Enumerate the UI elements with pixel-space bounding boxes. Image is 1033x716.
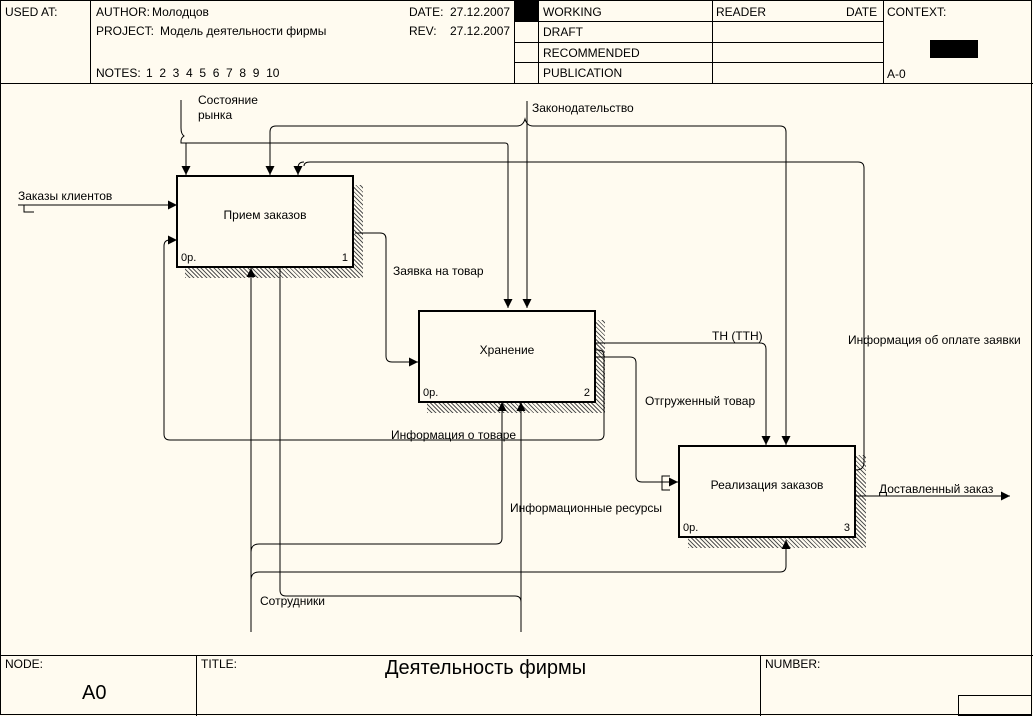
context-node: A-0 <box>887 67 906 81</box>
status-draft: DRAFT <box>543 25 583 39</box>
node-label: NODE: <box>5 657 44 671</box>
number-label: NUMBER: <box>765 657 821 671</box>
reader-label: READER <box>716 5 767 19</box>
activity-box-2-cost: 0р. <box>423 387 439 399</box>
author-label: AUTHOR: <box>96 5 150 19</box>
label-info-resources[interactable]: Информационные ресурсы <box>510 501 663 515</box>
activity-box-3-cost: 0р. <box>683 522 699 534</box>
activity-box-1-title: Прием заказов <box>223 208 307 222</box>
label-market-state-1[interactable]: Состояние <box>198 93 258 107</box>
label-goods-info[interactable]: Информация о товаре <box>391 428 517 442</box>
label-market-state-2[interactable]: рынка <box>198 108 233 122</box>
arrow-goods-request <box>355 232 418 367</box>
date-value: 27.12.2007 <box>450 5 511 19</box>
activity-box-3-number: 3 <box>843 522 850 534</box>
label-delivered-order[interactable]: Доставленный заказ <box>879 482 994 496</box>
activity-box-3[interactable]: Реализация заказов 0р. 3 <box>678 445 856 538</box>
rev-value: 27.12.2007 <box>450 24 511 38</box>
activity-box-1-number: 1 <box>341 252 348 264</box>
arrow-market-state <box>180 100 513 308</box>
arrow-payment-info <box>303 161 865 471</box>
used-at-label: USED AT: <box>5 5 58 19</box>
arrow-shipped-goods <box>595 356 678 487</box>
context-label: CONTEXT: <box>887 5 947 19</box>
date-label: DATE: <box>409 5 444 19</box>
status-recommended: RECOMMENDED <box>543 46 640 60</box>
label-shipped-goods[interactable]: Отгруженный товар <box>645 394 756 408</box>
diagram-title: Деятельность фирмы <box>385 657 587 679</box>
label-client-orders[interactable]: Заказы клиентов <box>18 189 113 203</box>
project-value: Модель деятельности фирмы <box>160 24 327 38</box>
notes-value: 1 2 3 4 5 6 7 8 9 10 <box>146 66 280 80</box>
notes-label: NOTES: <box>96 66 141 80</box>
status-working: WORKING <box>543 5 602 19</box>
author-value: Молодцов <box>152 5 209 19</box>
activity-box-1-cost: 0р. <box>181 252 197 264</box>
arrow-tn-ttn <box>595 342 771 445</box>
node-value: A0 <box>82 682 107 704</box>
label-goods-request[interactable]: Заявка на товар <box>393 264 484 278</box>
activity-box-2[interactable]: Хранение 0р. 2 <box>418 310 596 403</box>
label-payment-info[interactable]: Информация об оплате заявки <box>848 333 1021 347</box>
label-employees[interactable]: Сотрудники <box>260 594 325 608</box>
label-legislation[interactable]: Законодательство <box>532 101 634 115</box>
status-publication: PUBLICATION <box>543 66 623 80</box>
arrow-employees <box>275 259 522 603</box>
activity-box-1[interactable]: Прием заказов 0р. 1 <box>176 175 354 268</box>
activity-box-2-title: Хранение <box>479 343 535 357</box>
activity-box-3-title: Реализация заказов <box>710 478 824 492</box>
title-label: TITLE: <box>201 657 238 671</box>
project-label: PROJECT: <box>96 24 155 38</box>
rev-label: REV: <box>409 24 437 38</box>
activity-box-2-number: 2 <box>583 387 590 399</box>
label-tn-ttn[interactable]: ТН (ТТН) <box>712 329 763 343</box>
arrow-goods-info <box>163 235 605 441</box>
reader-date-label: DATE <box>846 5 878 19</box>
